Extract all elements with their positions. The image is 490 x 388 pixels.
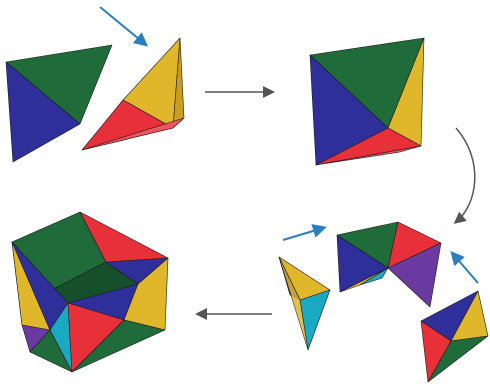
arch-piece <box>337 222 441 307</box>
step3-parts <box>279 222 488 382</box>
curved-arrow-icon <box>456 128 475 222</box>
side-piece-right <box>421 291 488 382</box>
step1-pieces <box>6 38 184 162</box>
motion-arrow-step1 <box>100 7 145 44</box>
step2-assembled-pyramid <box>310 38 424 165</box>
face-cyan <box>300 290 330 350</box>
motion-arrow-left-piece <box>283 228 323 240</box>
side-piece-left <box>279 257 330 350</box>
step4-assembled-cube <box>12 212 168 372</box>
motion-arrow-right-piece <box>453 254 478 283</box>
